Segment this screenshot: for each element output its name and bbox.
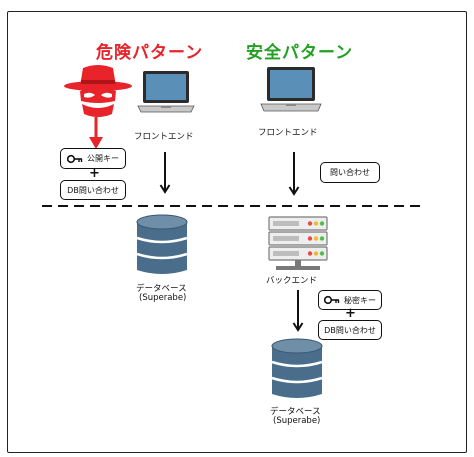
- danger-pattern-title: 危険パターン: [96, 43, 204, 63]
- key-icon: [67, 154, 83, 163]
- public-key-label: 公開キー: [87, 154, 119, 163]
- secret-key-label: 秘密キー: [344, 295, 376, 305]
- laptop-icon: [260, 67, 322, 112]
- safe-db-sublabel: (Superabe): [273, 416, 321, 426]
- safe-down-arrow: [288, 152, 300, 196]
- danger-down-arrow: [159, 152, 171, 194]
- secret-key-pill: 秘密キー: [318, 290, 382, 310]
- safe-query-label: 問い合わせ: [330, 168, 370, 177]
- boundary-divider: [42, 205, 420, 207]
- safe-db-query-label: DB問い合わせ: [324, 325, 376, 335]
- safe-frontend-label: フロントエンド: [258, 128, 318, 138]
- red-arrow: [89, 117, 103, 149]
- backend-label: バックエンド: [266, 276, 318, 286]
- danger-db-query-pill: DB問い合わせ: [60, 180, 126, 200]
- safe-db-label: データベース: [270, 407, 321, 417]
- danger-db-label: データベース: [136, 284, 187, 294]
- hacker-icon: [64, 65, 132, 117]
- safe-db-arrow: [292, 290, 304, 332]
- danger-db-query-label: DB問い合わせ: [67, 185, 119, 195]
- danger-plus-sign: +: [89, 166, 100, 181]
- danger-frontend-label: フロントエンド: [134, 132, 194, 142]
- safe-db-query-pill: DB問い合わせ: [318, 320, 382, 340]
- safe-plus-sign: +: [345, 306, 356, 321]
- safe-pattern-title: 安全パターン: [246, 43, 354, 63]
- key-icon: [324, 295, 340, 305]
- danger-db-sublabel: (Superabe): [139, 293, 187, 303]
- database-icon: [136, 214, 188, 274]
- public-key-pill: 公開キー: [60, 148, 126, 169]
- safe-query-pill: 問い合わせ: [320, 162, 380, 183]
- server-icon: [268, 216, 328, 270]
- laptop-icon: [137, 71, 195, 113]
- database-icon: [271, 338, 323, 398]
